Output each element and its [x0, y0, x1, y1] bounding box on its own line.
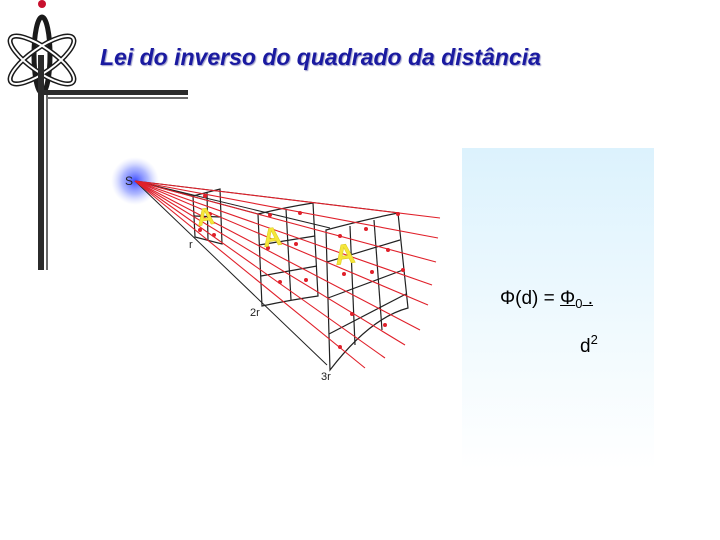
frame-vertical-line [46, 95, 48, 270]
formula-tail: . [582, 288, 594, 309]
distance-label-3r: 3r [321, 371, 331, 383]
formula-d: d [580, 336, 591, 357]
area-label-3: A [333, 237, 357, 271]
area-plane-3r [325, 212, 409, 372]
formula-phi: Φ [560, 288, 576, 309]
rays [134, 180, 441, 369]
frame-vertical-bar [38, 55, 44, 270]
distance-label-r: r [189, 239, 193, 251]
area-plane-2r [257, 202, 319, 307]
source-label: S [125, 174, 133, 188]
formula-numerator: Φ0 . [560, 288, 594, 311]
formula-lhs: Φ(d) = [500, 288, 561, 309]
area-label-2: A [261, 221, 284, 253]
formula-denominator: d2 [580, 332, 598, 358]
slide-title: Lei do inverso do quadrado da distância [100, 44, 541, 70]
frame-horizontal-line [48, 97, 188, 99]
formula-panel [462, 148, 654, 470]
frame-horizontal-bar [38, 90, 188, 95]
area-label-1: A [195, 203, 216, 232]
formula-exponent: 2 [590, 332, 598, 347]
ray-dots [198, 194, 405, 349]
atom-icon [7, 0, 77, 95]
distance-label-2r: 2r [250, 307, 260, 319]
formula-numerator-line: Φ(d) = Φ0 . [500, 288, 593, 311]
formula-subscript: 0 [575, 296, 583, 311]
